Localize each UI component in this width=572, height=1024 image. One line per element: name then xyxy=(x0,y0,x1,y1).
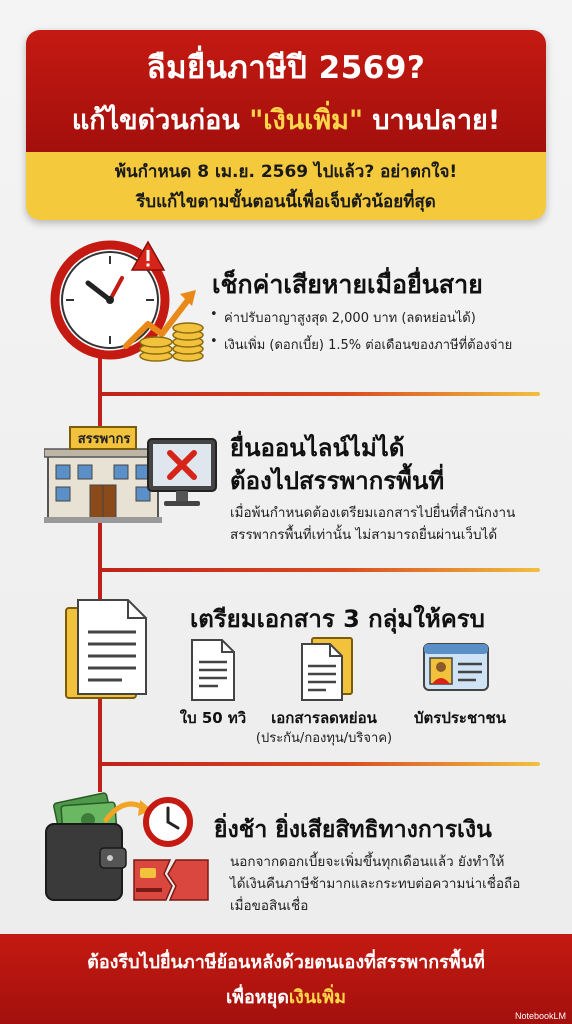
section2-text-line1: เมื่อพ้นกำหนดต้องเตรียมเอกสารไปยื่นที่สำ… xyxy=(230,505,516,521)
subtitle-line2: รีบแก้ไขตามขั้นตอนนี้เพื่อเจ็บตัวน้อยที่… xyxy=(136,191,436,212)
header-subtitle-block: พ้นกำหนด 8 เม.ย. 2569 ไปแล้ว? อย่าตกใจ! … xyxy=(26,152,546,220)
timeline-divider-2 xyxy=(98,568,540,572)
section4-text-line2: ได้เงินคืนภาษีช้ามากและกระทบต่อความน่าเช… xyxy=(230,876,521,892)
title-prefix: แก้ไขด่วนก่อน xyxy=(71,104,250,136)
subtitle-line1: พ้นกำหนด 8 เม.ย. 2569 ไปแล้ว? อย่าตกใจ! xyxy=(114,161,458,182)
doc-label-deduction: เอกสารลดหย่อน xyxy=(271,709,377,727)
footer-banner: ต้องรีบไปยื่นภาษีย้อนหลังด้วยตนเองที่สรร… xyxy=(0,934,572,1024)
document-icon xyxy=(188,638,238,702)
footer-line2-highlight: เงินเพิ่ม xyxy=(288,987,347,1008)
section1-bullet-2: เงินเพิ่ม (ดอกเบี้ย) 1.5% ต่อเดือนของภาษ… xyxy=(210,334,512,355)
header-title-block: ลืมยื่นภาษีปี 2569? แก้ไขด่วนก่อน "เงินเ… xyxy=(26,30,546,152)
section4-text-line1: นอกจากดอกเบี้ยจะเพิ่มขึ้นทุกเดือนแล้ว ยั… xyxy=(230,854,505,870)
footer-line2: เพื่อหยุดเงินเพิ่ม xyxy=(226,982,346,1011)
timeline-divider-3 xyxy=(98,762,540,766)
doc-label-idcard: บัตรประชาชน xyxy=(414,709,506,727)
section2-text-line2: สรรพากรพื้นที่เท่านั้น ไม่สามารถยื่นผ่าน… xyxy=(230,527,498,543)
clock-alert-coins-icon xyxy=(48,238,208,368)
section4-title: ยิ่งช้า ยิ่งเสียสิทธิทางการเงิน xyxy=(214,817,492,843)
section2-title-line1: ยื่นออนไลน์ไม่ได้ xyxy=(230,434,405,462)
section4-text-line3: เมื่อขอสินเชื่อ xyxy=(230,898,309,914)
documents-stack-icon xyxy=(298,636,356,702)
section1-bullets: ค่าปรับอาญาสูงสุด 2,000 บาท (ลดหย่อนได้)… xyxy=(210,307,512,361)
doc-label-50tawi: ใบ 50 ทวิ xyxy=(179,709,247,727)
timeline-divider-1 xyxy=(98,392,540,396)
doc-sub-deduction: (ประกัน/กองทุน/บริจาค) xyxy=(255,731,393,746)
page-title-line2: แก้ไขด่วนก่อน "เงินเพิ่ม" บานปลาย! xyxy=(72,98,500,141)
documents-folder-icon xyxy=(62,598,154,702)
brand-label: NotebookLM xyxy=(514,1011,566,1021)
section1-title: เช็กค่าเสียหายเมื่อยื่นสาย xyxy=(212,270,483,299)
page-title: ลืมยื่นภาษีปี 2569? xyxy=(146,49,426,86)
section2-title-line2: ต้องไปสรรพากรพื้นที่ xyxy=(230,467,445,495)
tax-office-building-icon xyxy=(43,425,220,525)
title-highlight: "เงินเพิ่ม" xyxy=(249,104,364,136)
section1-bullet-1: ค่าปรับอาญาสูงสุด 2,000 บาท (ลดหย่อนได้) xyxy=(210,307,512,328)
id-card-icon xyxy=(422,642,490,692)
header-banner: ลืมยื่นภาษีปี 2569? แก้ไขด่วนก่อน "เงินเ… xyxy=(26,30,546,220)
timeline-vertical xyxy=(98,342,102,792)
section3-title: เตรียมเอกสาร 3 กลุ่มให้ครบ xyxy=(190,605,485,633)
building-sign: สรรพากร xyxy=(77,432,131,447)
footer-line1: ต้องรีบไปยื่นภาษีย้อนหลังด้วยตนเองที่สรร… xyxy=(87,952,485,973)
wallet-clock-broken-card-icon xyxy=(42,790,212,910)
footer-line2-prefix: เพื่อหยุด xyxy=(225,987,289,1008)
title-suffix: บานปลาย! xyxy=(363,104,501,136)
